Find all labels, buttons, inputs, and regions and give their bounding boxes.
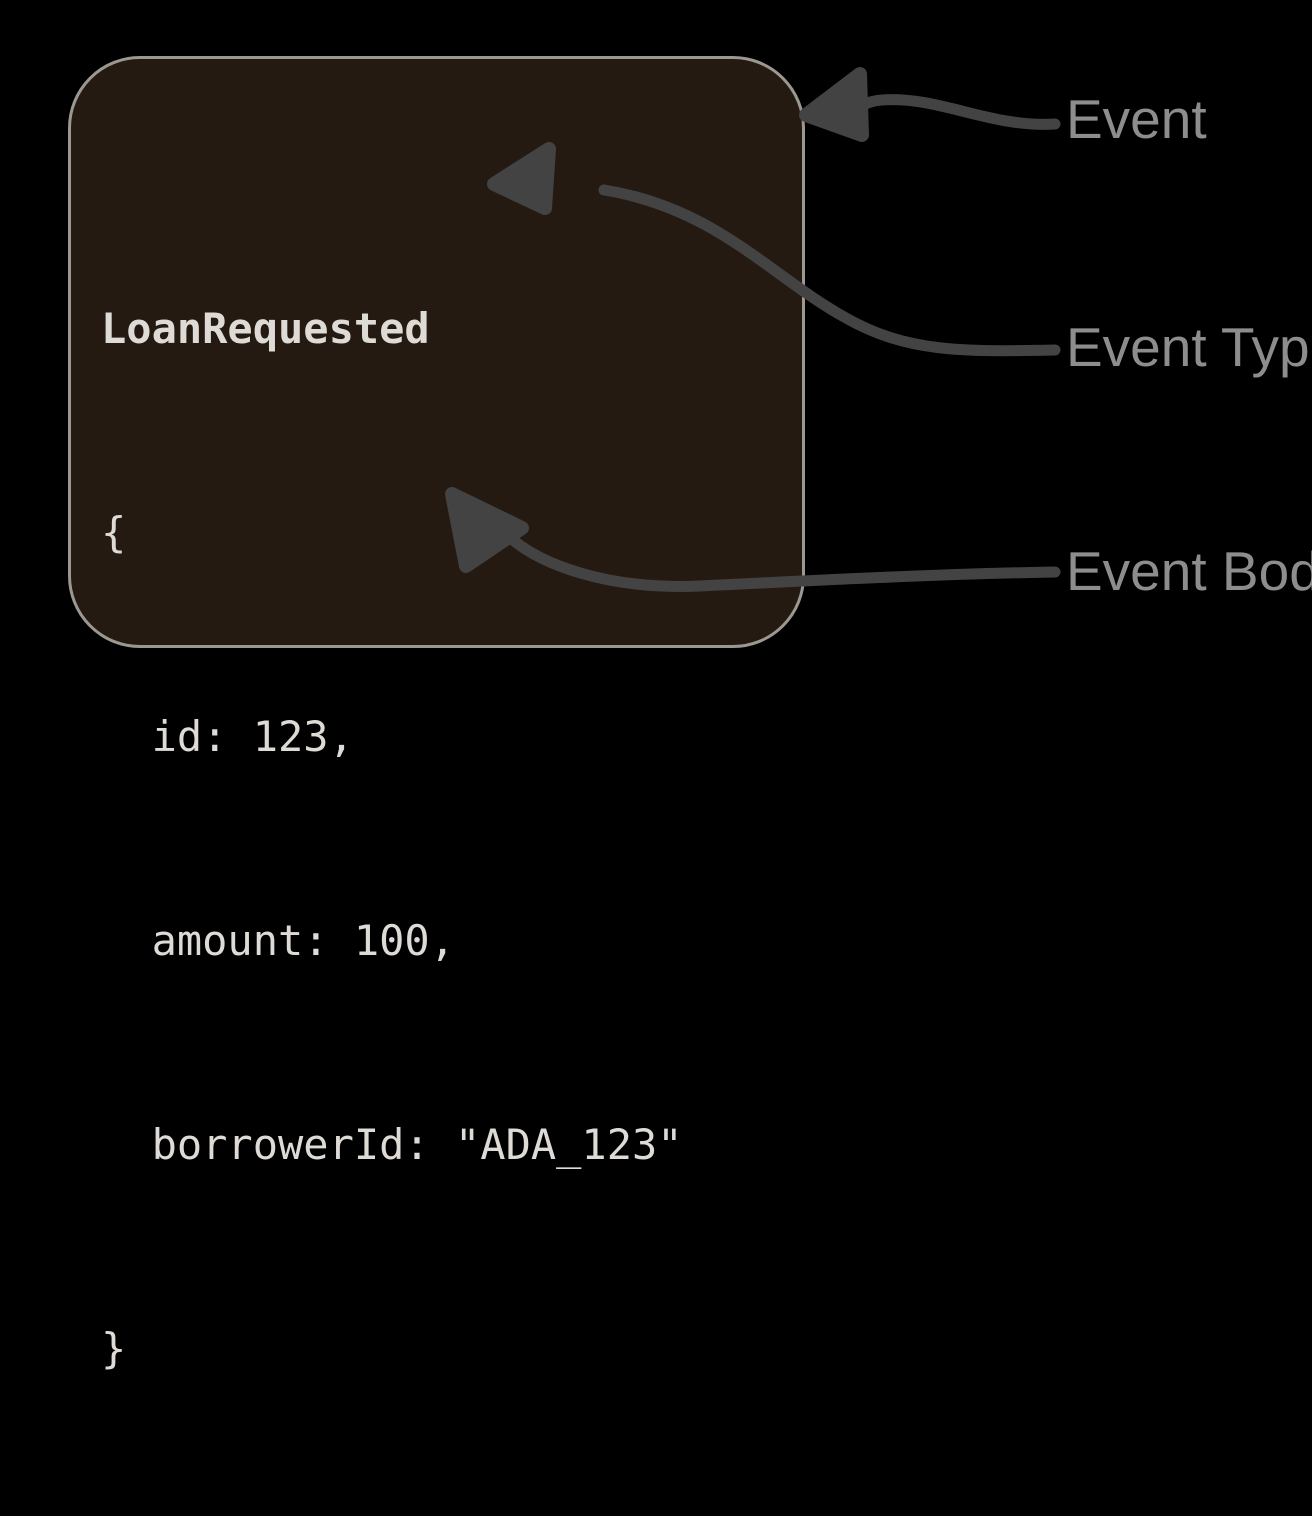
code-line-amount: amount: 100, <box>101 916 456 965</box>
event-arrowhead <box>799 67 869 142</box>
event-code-block: LoanRequested { id: 123, amount: 100, bo… <box>101 159 683 1516</box>
diagram-canvas: LoanRequested { id: 123, amount: 100, bo… <box>68 56 1312 1373</box>
code-line-id: id: 123, <box>101 712 354 761</box>
code-line-close-brace: } <box>101 1324 127 1373</box>
callout-label-event: Event <box>1066 88 1207 150</box>
event-connector <box>799 67 1061 142</box>
code-line-borrower-id: borrowerId: "ADA_123" <box>101 1120 683 1169</box>
callout-label-event-body: Event Body <box>1066 540 1312 602</box>
code-line-open-brace: { <box>101 508 127 557</box>
event-type-name: LoanRequested <box>101 304 430 353</box>
callout-label-event-type: Event Type <box>1066 316 1312 378</box>
event-card: LoanRequested { id: 123, amount: 100, bo… <box>68 56 805 1373</box>
